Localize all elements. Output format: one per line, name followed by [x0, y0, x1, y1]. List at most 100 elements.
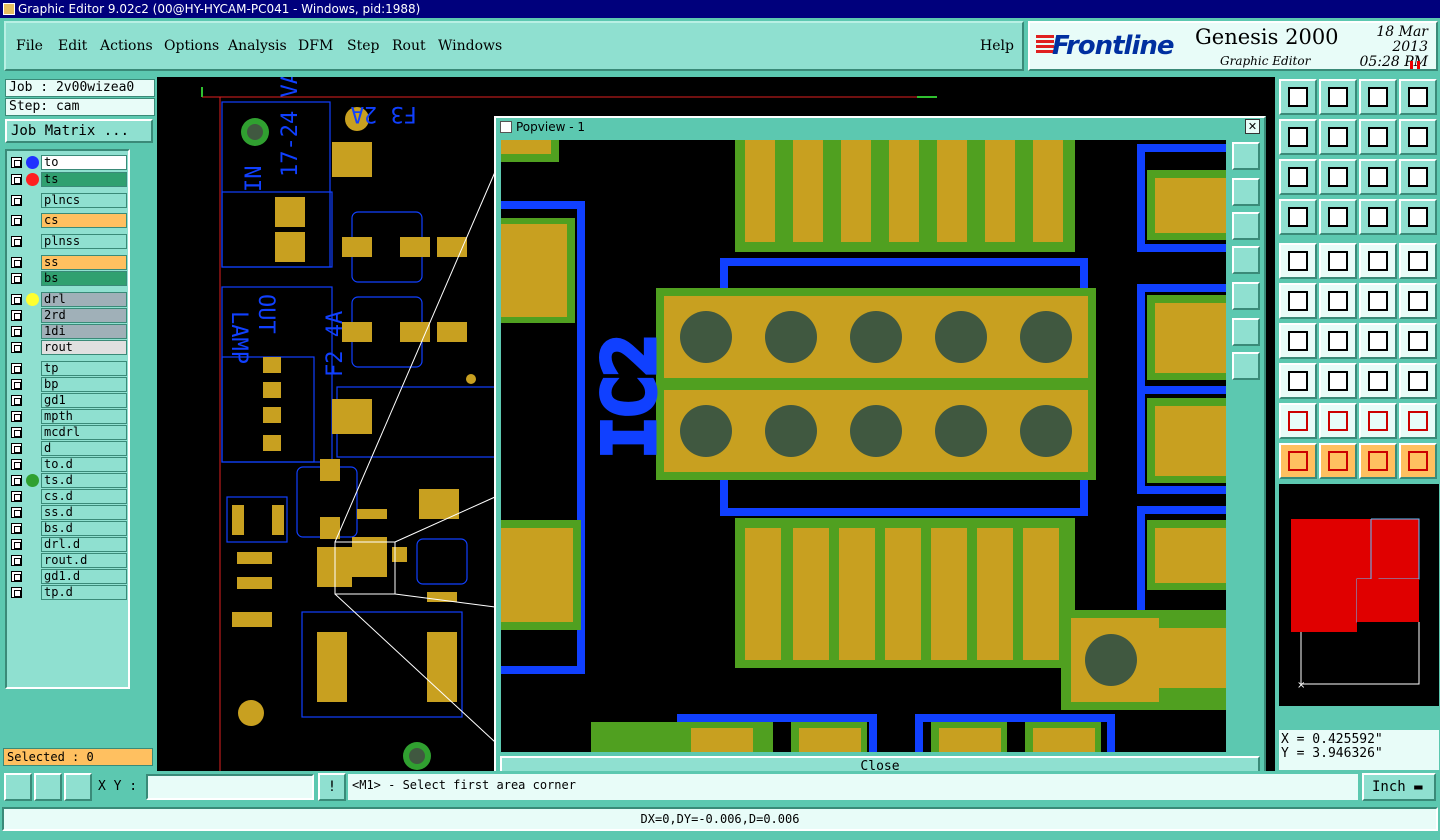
- layer-row[interactable]: gd1: [9, 393, 127, 408]
- alert-icon[interactable]: !: [318, 773, 346, 801]
- triangle4-icon[interactable]: [1399, 403, 1437, 439]
- circle-icon[interactable]: [1399, 243, 1437, 279]
- s-curve-icon[interactable]: [1399, 119, 1437, 155]
- popview-pan-down-button[interactable]: [1232, 212, 1260, 240]
- layer-checkbox[interactable]: [11, 539, 22, 550]
- layer-checkbox[interactable]: [11, 443, 22, 454]
- layer-name[interactable]: ss.d: [41, 505, 127, 520]
- layer-checkbox[interactable]: [11, 273, 22, 284]
- grid-icon[interactable]: [1319, 199, 1357, 235]
- layer-checkbox[interactable]: [11, 411, 22, 422]
- layer-checkbox[interactable]: [11, 236, 22, 247]
- arc-icon[interactable]: [1359, 323, 1397, 359]
- menu-file[interactable]: File: [16, 38, 43, 54]
- layer-checkbox[interactable]: [11, 157, 22, 168]
- layer-checkbox[interactable]: [11, 523, 22, 534]
- layer-name[interactable]: gd1.d: [41, 569, 127, 584]
- unit-selector[interactable]: Inch ▬: [1362, 773, 1436, 801]
- popview-close-icon[interactable]: ✕: [1245, 119, 1260, 134]
- layer-checkbox[interactable]: [11, 195, 22, 206]
- popview-canvas[interactable]: IC2: [501, 140, 1226, 752]
- layer-row[interactable]: ss.d: [9, 505, 127, 520]
- menu-help[interactable]: Help: [980, 38, 1014, 54]
- layer-checkbox[interactable]: [11, 326, 22, 337]
- zoom-home2-icon[interactable]: [1319, 79, 1357, 115]
- dimension-icon[interactable]: [1359, 363, 1397, 399]
- layer-name[interactable]: drl: [41, 292, 127, 307]
- layer-name[interactable]: to: [41, 155, 127, 170]
- popview-zoom-fit-button[interactable]: [1232, 142, 1260, 170]
- ratio-icon[interactable]: [1359, 159, 1397, 195]
- layer-checkbox[interactable]: [11, 395, 22, 406]
- popview-pan-right-button[interactable]: [1232, 282, 1260, 310]
- layer-row[interactable]: drl.d: [9, 537, 127, 552]
- menu-rout[interactable]: Rout: [392, 38, 426, 54]
- layer-name[interactable]: d: [41, 441, 127, 456]
- layer-checkbox[interactable]: [11, 555, 22, 566]
- layer-name[interactable]: plncs: [41, 193, 127, 208]
- layer-name[interactable]: cs: [41, 213, 127, 228]
- pan-left-icon[interactable]: [1279, 119, 1317, 155]
- popview-zoom-in-button[interactable]: [1232, 318, 1260, 346]
- shape-icon[interactable]: [1399, 363, 1437, 399]
- layer-checkbox[interactable]: [11, 310, 22, 321]
- layer-row[interactable]: cs.d: [9, 489, 127, 504]
- layer-name[interactable]: rout: [41, 340, 127, 355]
- layer-checkbox[interactable]: [11, 174, 22, 185]
- menu-dfm[interactable]: DFM: [298, 38, 334, 54]
- layer-name[interactable]: gd1: [41, 393, 127, 408]
- layer-row[interactable]: 2rd: [9, 308, 127, 323]
- layer-row[interactable]: tp.d: [9, 585, 127, 600]
- measure-mode-icon[interactable]: [34, 773, 62, 801]
- cross-icon[interactable]: [1319, 283, 1357, 319]
- arrow2-icon[interactable]: [1399, 283, 1437, 319]
- minus-icon[interactable]: [1319, 363, 1357, 399]
- layer-name[interactable]: ts.d: [41, 473, 127, 488]
- layer-name[interactable]: rout.d: [41, 553, 127, 568]
- angle-icon[interactable]: [1279, 323, 1317, 359]
- layer-row[interactable]: mcdrl: [9, 425, 127, 440]
- layer-name[interactable]: ts: [41, 172, 127, 187]
- menu-analysis[interactable]: Analysis: [228, 38, 287, 54]
- layer-row[interactable]: gd1.d: [9, 569, 127, 584]
- line-icon[interactable]: [1319, 243, 1357, 279]
- layer-checkbox[interactable]: [11, 257, 22, 268]
- ruler-icon[interactable]: [1359, 243, 1397, 279]
- layer-name[interactable]: ss: [41, 255, 127, 270]
- layers2-icon[interactable]: [1399, 199, 1437, 235]
- layer-row[interactable]: drl: [9, 292, 127, 307]
- layer-name[interactable]: plnss: [41, 234, 127, 249]
- layer-row[interactable]: rout: [9, 340, 127, 355]
- menu-actions[interactable]: Actions: [100, 38, 153, 54]
- pcb-board-view[interactable]: 17-24 VAC IN F3 2A LAMP OUT F2 4A: [157, 77, 1275, 771]
- slash-icon[interactable]: [1319, 323, 1357, 359]
- triangle2-icon[interactable]: [1319, 403, 1357, 439]
- pan-center-icon[interactable]: [1359, 119, 1397, 155]
- layers-icon[interactable]: [1359, 199, 1397, 235]
- layer-row[interactable]: to.d: [9, 457, 127, 472]
- layer-row[interactable]: mpth: [9, 409, 127, 424]
- job-matrix-button[interactable]: Job Matrix ...: [5, 119, 153, 143]
- filter-icon[interactable]: [1399, 323, 1437, 359]
- layer-row[interactable]: ts.d: [9, 473, 127, 488]
- select-mode-icon[interactable]: [1359, 443, 1397, 479]
- layer-name[interactable]: 2rd: [41, 308, 127, 323]
- popview-pan-left-button[interactable]: [1232, 246, 1260, 274]
- fit-screen-icon[interactable]: [1279, 159, 1317, 195]
- select-icon[interactable]: [1279, 443, 1317, 479]
- layer-checkbox[interactable]: [11, 571, 22, 582]
- layer-name[interactable]: to.d: [41, 457, 127, 472]
- triangle3-icon[interactable]: [1359, 403, 1397, 439]
- menu-edit[interactable]: Edit: [58, 38, 88, 54]
- pad-icon[interactable]: [1279, 243, 1317, 279]
- layer-name[interactable]: mpth: [41, 409, 127, 424]
- select-box-icon[interactable]: [1319, 443, 1357, 479]
- layer-checkbox[interactable]: [11, 507, 22, 518]
- layer-name[interactable]: bs.d: [41, 521, 127, 536]
- arrow-icon[interactable]: [1359, 283, 1397, 319]
- layer-checkbox[interactable]: [11, 215, 22, 226]
- tools-icon[interactable]: [1279, 199, 1317, 235]
- layer-checkbox[interactable]: [11, 294, 22, 305]
- layer-scrollbar[interactable]: [130, 149, 156, 689]
- xy-input[interactable]: [146, 774, 314, 800]
